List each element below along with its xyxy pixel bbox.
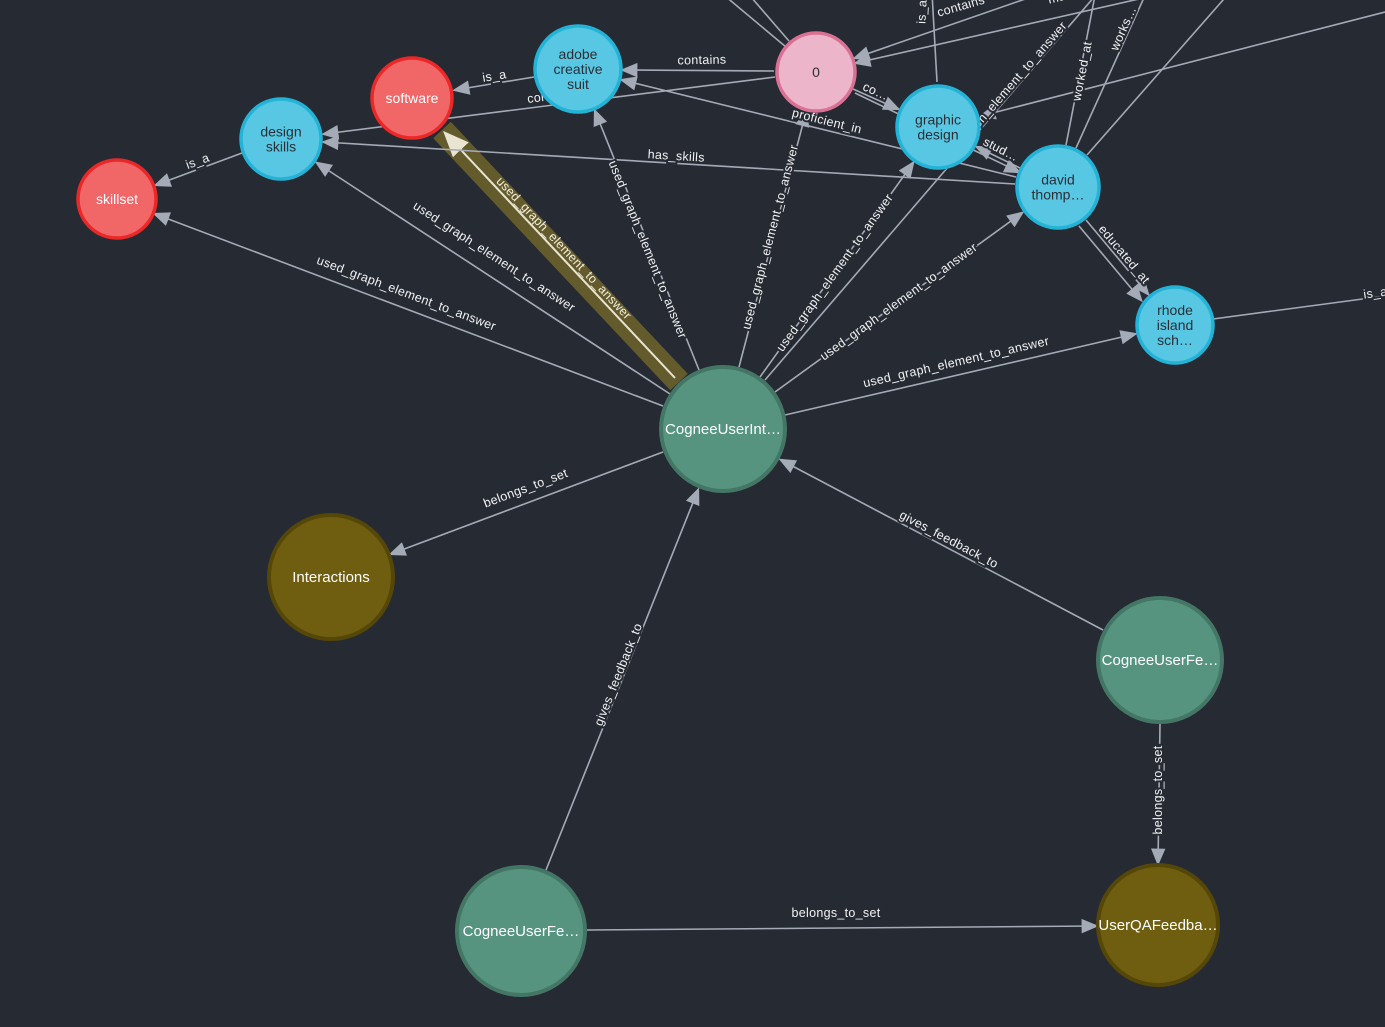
edge-lines[interactable] bbox=[152, 0, 1385, 934]
node-label: 0 bbox=[812, 64, 820, 80]
edge-used-center-rhode bbox=[784, 330, 1138, 416]
node-label: UserQAFeedba… bbox=[1098, 917, 1217, 934]
edge-gives-feedback-right-center bbox=[778, 458, 1104, 631]
edge-contains-offtop-zero bbox=[852, 0, 1025, 61]
edge-gives-feedback-bottom-center bbox=[545, 487, 700, 871]
node-software[interactable]: software bbox=[370, 56, 454, 140]
node-label: Interactions bbox=[292, 569, 370, 586]
edge-label-worked-at: worked_at bbox=[1069, 40, 1094, 103]
edge-label-is-a: is_a bbox=[481, 67, 507, 85]
node-circle bbox=[895, 84, 981, 170]
edge-label-has-skills: has_skills bbox=[647, 147, 705, 164]
edge-labels: is_a is_a contains co… contains has_skil… bbox=[182, 0, 1385, 922]
edge-unlabeled-zero-offtop-2 bbox=[752, 0, 790, 42]
edge-used-center-zero bbox=[738, 109, 810, 368]
edge-label-contains: contains bbox=[677, 53, 726, 68]
node-label: CogneeUserFe… bbox=[1102, 652, 1219, 669]
node-circle bbox=[267, 513, 395, 641]
edge-label-ma: ma… bbox=[1046, 0, 1079, 7]
edge-worked-at-david-offtop bbox=[1065, 0, 1095, 146]
edge-label-belongs-to-set: belongs_to_set bbox=[1151, 745, 1165, 834]
node-circle bbox=[775, 31, 857, 113]
edge-highlight-line bbox=[443, 130, 676, 379]
node-label: CogneeUserFe… bbox=[463, 923, 580, 940]
edge-highlight-used-graph-element-to-answer-software[interactable] bbox=[433, 121, 688, 391]
node-circle bbox=[1096, 596, 1224, 724]
node-circle bbox=[659, 365, 787, 493]
edge-label-contains: contains bbox=[935, 0, 986, 20]
node-interactions[interactable]: Interactions bbox=[267, 513, 395, 641]
edge-label-educated-at: educated_at bbox=[1096, 222, 1153, 286]
edge-is-a-design-skillset bbox=[153, 152, 243, 187]
node-user-qa-feedback[interactable]: UserQAFeedba… bbox=[1096, 863, 1220, 987]
edge-is-a-rhode-offright bbox=[1212, 295, 1385, 320]
node-zero[interactable]: 0 bbox=[775, 31, 857, 113]
edge-label-gives-feedback-to: gives_feedback_to bbox=[591, 621, 645, 728]
edge-label-used-graph-element-to-answer: used_graph_element_to_answer bbox=[862, 334, 1051, 390]
edge-label-gives-feedback-to: gives_feedback_to bbox=[897, 508, 1000, 571]
edge-ma-offtop-zero bbox=[853, 0, 1139, 67]
edge-used-center-skillset bbox=[152, 212, 664, 407]
node-label: skillset bbox=[96, 191, 138, 207]
node-cognee-user-interaction[interactable]: CogneeUserInt… bbox=[659, 365, 787, 493]
node-circle bbox=[76, 158, 158, 240]
edge-is-a-adobe-software bbox=[452, 76, 535, 95]
edge-belongs-center-interactions bbox=[388, 451, 664, 556]
edge-parallel-david-rhode bbox=[1078, 225, 1143, 303]
node-circle bbox=[1096, 863, 1220, 987]
edge-contains-zero-adobe bbox=[620, 62, 775, 78]
edge-educated-at-david-rhode bbox=[1085, 219, 1150, 297]
node-cognee-user-feedback-right[interactable]: CogneeUserFe… bbox=[1096, 596, 1224, 724]
edge-used-center-adobe bbox=[593, 108, 700, 371]
edge-used-center-offtop bbox=[764, 0, 1093, 381]
node-circle bbox=[239, 97, 323, 181]
node-label: software bbox=[386, 90, 439, 106]
edge-unlabeled-david-offtop bbox=[1086, 0, 1225, 156]
edge-label-is-a: is_a bbox=[1363, 284, 1385, 301]
edge-label-stud: stud… bbox=[981, 135, 1021, 165]
node-circle bbox=[1135, 285, 1215, 365]
edge-label-is-a: is_a bbox=[914, 0, 929, 24]
edge-used-center-design bbox=[314, 161, 671, 395]
node-circle bbox=[1015, 144, 1101, 230]
node-circle bbox=[370, 56, 454, 140]
edge-label-belongs-to-set: belongs_to_set bbox=[792, 906, 881, 920]
node-circle bbox=[455, 865, 587, 997]
edge-contains-zero-graphic bbox=[852, 88, 901, 111]
edge-label-works: works… bbox=[1107, 4, 1139, 54]
node-cognee-user-feedback-bottom[interactable]: CogneeUserFe… bbox=[455, 865, 587, 997]
edge-label-used-graph-element-to-answer: used_graph_element_to_answer bbox=[774, 191, 896, 354]
edge-used-center-david bbox=[774, 211, 1025, 393]
edge-belongs-bottom-userqa bbox=[586, 918, 1099, 934]
node-skillset[interactable]: skillset bbox=[76, 158, 158, 240]
edge-unlabeled-zero-offtop-1 bbox=[728, 0, 787, 48]
edge-works-david-offtop bbox=[1075, 0, 1144, 149]
edge-label-used-graph-element-to-answer: used_graph_element_to_answer bbox=[315, 253, 498, 333]
edge-label-used-graph-element-to-answer: used_graph_element_to_answer bbox=[739, 143, 801, 331]
edge-belongs-right-userqa bbox=[1151, 723, 1166, 866]
edge-used-center-graphic bbox=[759, 160, 915, 378]
node-label: CogneeUserInt… bbox=[665, 421, 781, 438]
edge-unlabeled-offright-graphic bbox=[978, 11, 1385, 120]
edge-is-a-graphic-offtop bbox=[931, 0, 938, 83]
node-circle bbox=[533, 24, 623, 114]
